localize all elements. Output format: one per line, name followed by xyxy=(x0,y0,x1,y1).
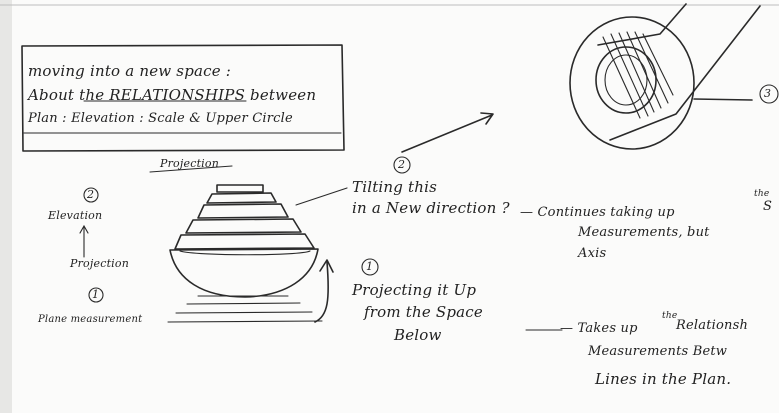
continues-tail: S xyxy=(763,200,772,213)
number-3: 3 xyxy=(764,88,771,99)
projecting-line-3: Below xyxy=(394,328,442,343)
tilted-circle-sketch xyxy=(570,4,760,149)
page-edge-shadow xyxy=(0,0,12,413)
continues-line-2: Measurements, but xyxy=(578,226,710,239)
takes-line-3: Lines in the Plan. xyxy=(595,372,731,387)
projection-left-label: Projection xyxy=(70,258,129,269)
takes-line-1: — Takes up xyxy=(560,322,638,335)
arrow-up-icon xyxy=(315,260,333,322)
projection-top-label: Projection xyxy=(160,158,219,169)
title-line-2: About the RELATIONSHIPS between xyxy=(28,88,316,103)
plane-measurement-label: Plane measurement xyxy=(38,315,142,325)
number-1-left: 1 xyxy=(92,289,99,300)
arrow-diagonal-icon xyxy=(402,113,493,152)
projecting-line-1: Projecting it Up xyxy=(352,283,476,298)
elevation-label: Elevation xyxy=(48,210,102,221)
tilting-leader xyxy=(296,188,347,205)
projecting-line-2: from the Space xyxy=(364,305,483,320)
title-line-1: moving into a new space : xyxy=(28,64,231,79)
tilting-line-1: Tilting this xyxy=(352,180,437,195)
takes-line-2: Measurements Betw xyxy=(588,345,727,358)
number-2-mid: 2 xyxy=(398,159,405,170)
takes-tail: Relationsh xyxy=(676,319,748,332)
continues-line-1: — Continues taking up xyxy=(520,206,675,219)
elevation-arrow xyxy=(80,226,88,257)
number-2-left: 2 xyxy=(87,189,94,200)
tilting-line-2: in a New direction ? xyxy=(352,201,510,216)
continues-the: the xyxy=(754,190,769,199)
plan-lines xyxy=(168,296,322,322)
number-1-mid: 1 xyxy=(366,261,373,272)
stacked-dome-sketch xyxy=(170,185,318,297)
continues-line-3: Axis xyxy=(578,247,606,260)
title-line-3: Plan : Elevation : Scale & Upper Circle xyxy=(28,112,293,125)
